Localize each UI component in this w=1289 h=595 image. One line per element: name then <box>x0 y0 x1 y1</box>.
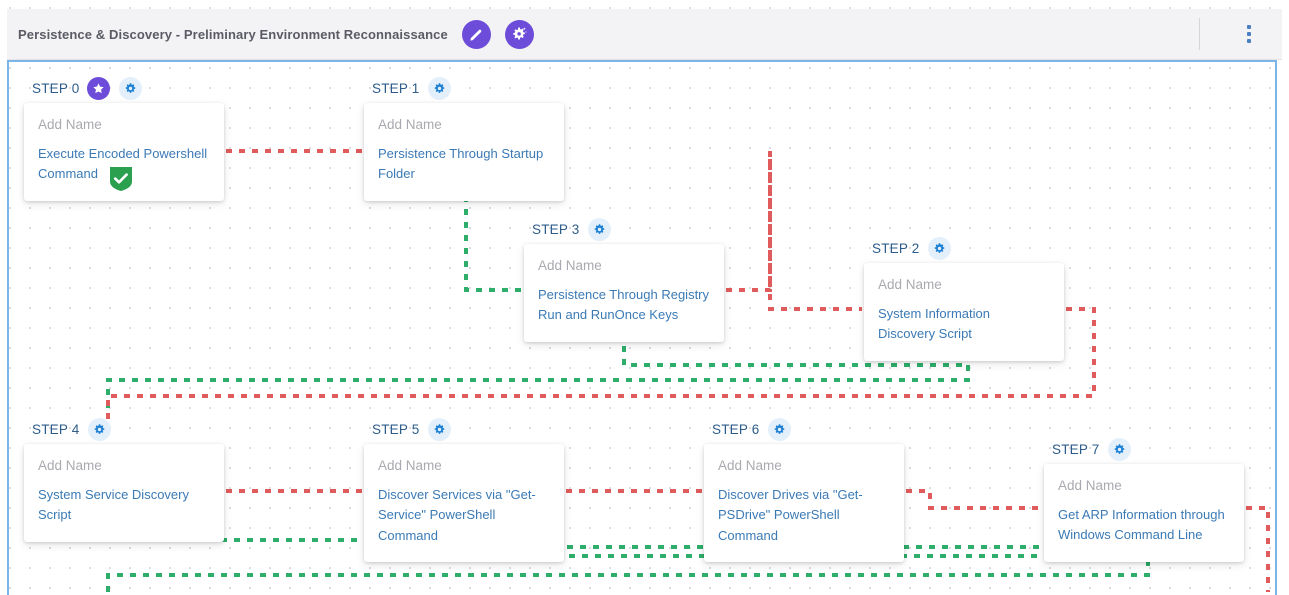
step-label: STEP 1 <box>372 80 420 96</box>
step-name-input[interactable]: Add Name <box>38 458 102 473</box>
step-header: STEP 5 <box>364 417 564 441</box>
step-technique-title[interactable]: System Information Discovery Script <box>878 305 990 342</box>
step-header: STEP 4 <box>24 417 224 441</box>
edge-step6-step7 <box>906 489 1042 510</box>
step-label: STEP 7 <box>1052 441 1100 457</box>
step-header: STEP 2 <box>864 236 1064 260</box>
step-settings-gear-icon[interactable] <box>928 236 952 260</box>
start-step-badge[interactable] <box>87 76 111 100</box>
edit-button[interactable] <box>461 19 491 49</box>
step-label: STEP 0 <box>32 80 80 96</box>
auto-generate-button[interactable] <box>504 19 534 49</box>
step-label: STEP 6 <box>712 421 760 437</box>
step-settings-gear-icon[interactable] <box>119 76 143 100</box>
edge-step3-step2 <box>726 151 772 292</box>
step-technique-title[interactable]: Execute Encoded Powershell Command <box>38 145 208 182</box>
edge-step7-right <box>1246 506 1270 592</box>
step-settings-gear-icon[interactable] <box>428 76 452 100</box>
step-technique-title[interactable]: Persistence Through Startup Folder <box>378 145 544 182</box>
step-name-input[interactable]: Add Name <box>718 458 782 473</box>
step-technique-title[interactable]: System Service Discovery Script <box>38 486 189 523</box>
step-settings-gear-icon[interactable] <box>1108 437 1132 461</box>
header-divider <box>1199 18 1200 50</box>
step-label: STEP 4 <box>32 421 80 437</box>
step-name-input[interactable]: Add Name <box>378 117 442 132</box>
page-title: Persistence & Discovery - Preliminary En… <box>18 26 448 42</box>
step-name-input[interactable]: Add Name <box>38 117 102 132</box>
step-name-input[interactable]: Add Name <box>878 277 942 292</box>
workflow-header: Persistence & Discovery - Preliminary En… <box>7 9 1282 60</box>
pencil-icon <box>468 26 485 43</box>
step-settings-gear-icon[interactable] <box>428 417 452 441</box>
step-header: STEP 0 <box>24 76 224 100</box>
edge-step1-step2-bus <box>768 151 862 311</box>
step-technique-title[interactable]: Discover Services via "Get-Service" Powe… <box>378 486 536 543</box>
step-name-input[interactable]: Add Name <box>538 258 602 273</box>
step-label: STEP 3 <box>532 221 580 237</box>
step-header: STEP 3 <box>524 217 724 241</box>
step-header: STEP 6 <box>704 417 904 441</box>
step-technique-title[interactable]: Discover Drives via "Get-PSDrive" PowerS… <box>718 486 863 543</box>
step-name-input[interactable]: Add Name <box>378 458 442 473</box>
edge-step2-step4 <box>106 352 970 418</box>
step-technique-title[interactable]: Persistence Through Registry Run and Run… <box>538 286 710 323</box>
kebab-menu-icon[interactable] <box>1238 19 1260 49</box>
step-header: STEP 7 <box>1044 437 1244 461</box>
step-label: STEP 5 <box>372 421 420 437</box>
gear-sparkle-icon <box>510 25 528 43</box>
step-technique-title[interactable]: Get ARP Information through Windows Comm… <box>1058 506 1225 543</box>
edge-step1-step3 <box>464 196 522 292</box>
step-settings-gear-icon[interactable] <box>88 417 112 441</box>
step-name-input[interactable]: Add Name <box>1058 478 1122 493</box>
step-header: STEP 1 <box>364 76 564 100</box>
step-settings-gear-icon[interactable] <box>588 217 612 241</box>
edge-bottom-bus <box>106 547 1150 592</box>
step-settings-gear-icon[interactable] <box>768 417 792 441</box>
step-label: STEP 2 <box>872 240 920 256</box>
